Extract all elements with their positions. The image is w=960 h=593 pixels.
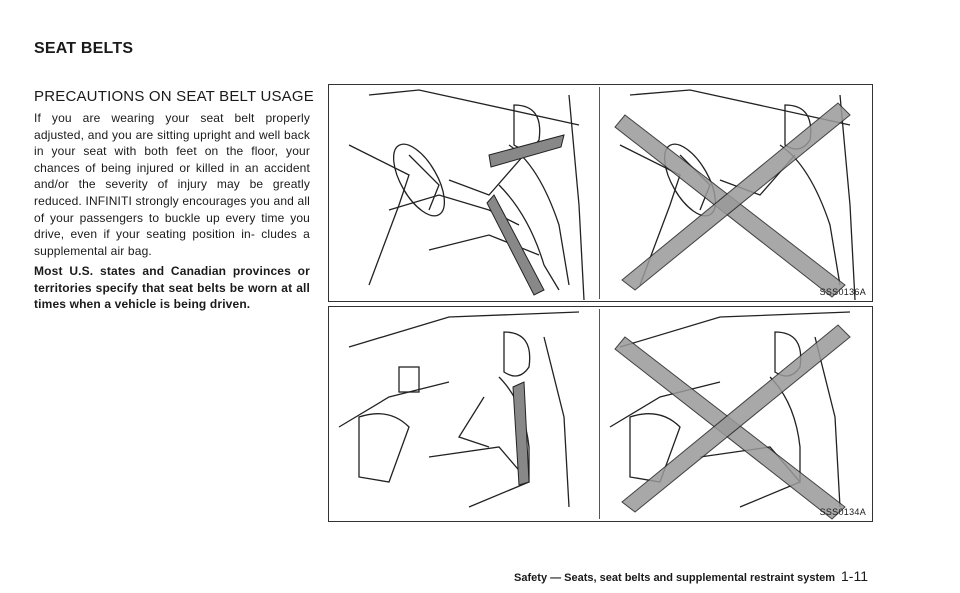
subheading: PRECAUTIONS ON SEAT BELT USAGE [34, 88, 314, 105]
figure-seatbelt-passenger: SSS0134A [328, 306, 873, 522]
figure-code: SSS0136A [819, 287, 866, 297]
incorrect-passenger-posture-illustration [609, 311, 851, 520]
incorrect-driver-posture-illustration [614, 89, 856, 301]
figure-seatbelt-driver: SSS0136A [328, 84, 873, 302]
paragraph-1: If you are wearing your seat belt proper… [34, 111, 310, 258]
figure-divider [599, 87, 600, 299]
footer-chapter-text: Safety — Seats, seat belts and supplemen… [514, 572, 836, 584]
paragraph-2: Most U.S. states and Canadian provinces … [34, 264, 310, 312]
section-title: SEAT BELTS [34, 40, 134, 57]
correct-passenger-posture-illustration [338, 311, 580, 508]
page-number: 1-11 [841, 568, 868, 584]
page-footer: Safety — Seats, seat belts and supplemen… [514, 568, 868, 584]
figure-code: SSS0134A [819, 507, 866, 517]
correct-driver-posture-illustration [348, 89, 585, 301]
figure-divider [599, 309, 600, 519]
